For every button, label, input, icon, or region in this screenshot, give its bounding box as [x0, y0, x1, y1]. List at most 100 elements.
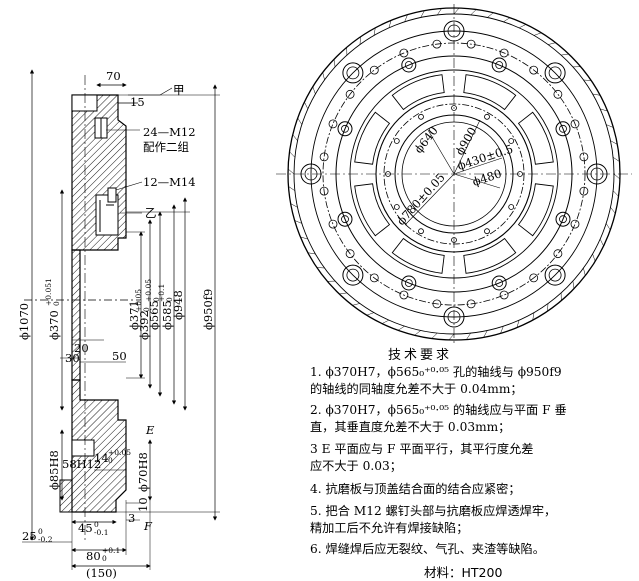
rim-hatch	[322, 72, 325, 81]
requirement-line: 1. ϕ370H7，ϕ565₀⁺⁰·⁰⁵ 孔的轴线与 ϕ950f9	[310, 365, 562, 379]
medium-hole	[337, 211, 353, 227]
bolt-hole	[529, 65, 539, 75]
inner-hole	[418, 113, 424, 120]
medium-hole-inner	[341, 215, 349, 224]
dim-10: 10	[136, 497, 150, 512]
thread-m14: 12—M14	[143, 175, 196, 189]
dim-70: 70	[106, 69, 121, 83]
large-hole-inner	[590, 167, 604, 181]
bolt-hole	[399, 290, 409, 300]
rim-hatch	[561, 53, 569, 56]
dim-150: (150)	[86, 566, 117, 580]
dim-phi1070: ϕ1070	[17, 303, 31, 340]
bolt-hole	[345, 89, 355, 99]
medium-hole-inner	[404, 61, 413, 69]
bolt-hole	[553, 249, 563, 259]
rim-hatch	[290, 203, 298, 208]
rim-hatch	[466, 332, 471, 340]
rim-hatch	[289, 151, 296, 158]
rim-hatch	[316, 267, 325, 269]
bolt-hole	[499, 290, 509, 300]
rim-hatch	[294, 220, 302, 224]
rib-window	[517, 183, 554, 237]
dim-phi370: ϕ370 +0.051 0	[44, 278, 61, 340]
large-hole	[586, 163, 608, 185]
large-hole	[342, 264, 364, 286]
dim-phi585: ϕ585 +0.1 0	[157, 284, 174, 330]
rib-window	[391, 237, 445, 274]
large-hole-inner	[447, 24, 461, 38]
dim-45: 45 0 -0.1	[78, 520, 108, 537]
svg-text:+0.051: +0.051	[44, 278, 53, 306]
svg-text:0: 0	[52, 301, 61, 306]
plan-view	[276, 4, 632, 344]
rim-hatch	[381, 319, 390, 324]
medium-hole-inner	[341, 124, 349, 133]
rim-hatch	[516, 320, 520, 328]
rim-hatch	[292, 134, 298, 141]
inner-hole	[484, 113, 490, 120]
medium-hole-inner	[559, 124, 567, 133]
svg-text:+0.1: +0.1	[157, 284, 166, 302]
medium-hole	[401, 57, 417, 73]
section-view	[22, 69, 220, 570]
requirement-line: 4. 抗磨板与顶盖结合面的结合应紧密；	[310, 482, 521, 496]
rim-hatch	[483, 330, 488, 338]
note-pair: 配作二组	[143, 140, 189, 154]
rim-hatch	[583, 79, 592, 81]
requirement-line: 6. 焊缝焊后应无裂纹、气孔、夹渣等缺陷。	[310, 542, 545, 556]
dim-phi565: ϕ565 +0.05 0	[144, 279, 161, 330]
bolt-hole	[570, 219, 580, 229]
svg-text:45: 45	[78, 521, 93, 535]
bolt-hole	[466, 299, 476, 309]
inner-hole	[484, 228, 490, 235]
medium-hole-inner	[404, 279, 413, 287]
rim-hatch	[359, 36, 361, 45]
large-hole	[544, 264, 566, 286]
svg-text:-0.1: -0.1	[94, 528, 108, 537]
rim-hatch	[487, 12, 494, 18]
surface-f: F	[143, 519, 153, 533]
requirement-line: 5. 把合 M12 螺钉头部与抗磨板应焊透焊牢，	[310, 504, 557, 518]
svg-text:0: 0	[94, 520, 99, 529]
svg-text:0: 0	[152, 297, 161, 302]
rim-hatch	[414, 330, 421, 336]
rim-hatch	[448, 333, 455, 341]
requirement-line: 3 E 平面应与 F 平面平行，其平行度允差	[310, 442, 534, 456]
rim-hatch	[592, 253, 596, 262]
inner-hole	[393, 204, 400, 210]
inner-hole	[385, 171, 391, 177]
svg-text:80: 80	[86, 549, 101, 563]
large-hole	[342, 62, 364, 84]
rim-hatch	[420, 10, 425, 18]
rim-hatch	[333, 59, 336, 67]
large-hole	[443, 20, 465, 42]
bolt-hole	[369, 65, 379, 75]
inner-hole	[508, 138, 515, 144]
inner-hole	[451, 237, 457, 243]
rib-window	[354, 111, 391, 165]
rim-hatch	[300, 236, 308, 240]
rim-hatch	[397, 325, 405, 331]
inner-hole	[418, 228, 424, 235]
dim-phi371: ϕ371	[127, 300, 141, 330]
dim-25: 25 0 -0.2	[22, 527, 53, 544]
dim-30: 30	[65, 351, 80, 365]
dim-80: 80 +0.1 0	[86, 546, 120, 563]
rim-hatch	[500, 326, 504, 334]
label-yi: 乙	[145, 206, 157, 220]
surface-e: E	[145, 423, 155, 437]
rim-hatch	[592, 93, 601, 96]
rim-hatch	[547, 42, 556, 45]
large-hole-inner	[346, 268, 360, 282]
large-hole	[443, 306, 465, 328]
bolt-hole	[553, 89, 563, 99]
large-hole-inner	[346, 66, 360, 80]
section-labels: 70 15 甲 24—M12 配作二组 12—M14 乙 ϕ1070 ϕ370 …	[17, 69, 215, 580]
dim-phi85h8: ϕ85H8	[47, 450, 61, 490]
medium-hole	[401, 275, 417, 291]
medium-hole	[555, 121, 571, 137]
rim-hatch	[532, 312, 535, 321]
rim-hatch	[312, 86, 316, 95]
